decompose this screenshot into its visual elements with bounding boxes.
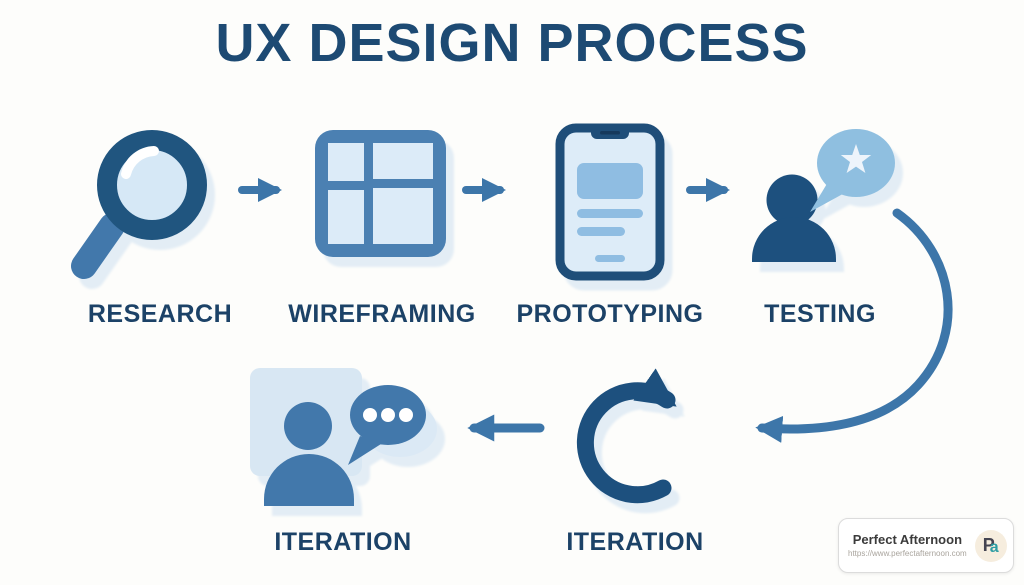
user-star-feedback-icon xyxy=(752,129,895,262)
arrow-right-icon xyxy=(238,178,282,202)
step-label-iteration-loop: ITERATION xyxy=(566,528,704,556)
arrow-right-icon xyxy=(462,178,506,202)
brand-logo-icon: P a xyxy=(974,529,1007,562)
step-label-prototyping: PROTOTYPING xyxy=(516,300,704,328)
step-label-research: RESEARCH xyxy=(87,300,233,328)
arrow-right-icon xyxy=(686,178,730,202)
brand-name: Perfect Afternoon xyxy=(852,532,963,548)
arrow-left-icon xyxy=(467,414,545,442)
step-label-wireframing: WIREFRAMING xyxy=(288,300,476,328)
wireframe-grid-icon xyxy=(315,130,446,257)
page-title: UX DESIGN PROCESS xyxy=(215,13,809,73)
loop-arrow-icon xyxy=(576,368,677,504)
brand-logo-letter-a: a xyxy=(989,538,999,556)
phone-mockup-icon xyxy=(555,123,665,281)
brand-badge: Perfect Afternoon https://www.perfectaft… xyxy=(838,518,1014,573)
brand-text: Perfect Afternoon https://www.perfectaft… xyxy=(848,532,967,558)
step-label-iteration-feedback: ITERATION xyxy=(274,528,412,556)
brand-url: https://www.perfectafternoon.com xyxy=(848,548,967,558)
step-label-testing: TESTING xyxy=(764,300,876,328)
magnifier-icon xyxy=(71,130,207,279)
brand-logo-letter-p: P xyxy=(982,535,995,555)
user-discussion-icon xyxy=(250,368,437,506)
